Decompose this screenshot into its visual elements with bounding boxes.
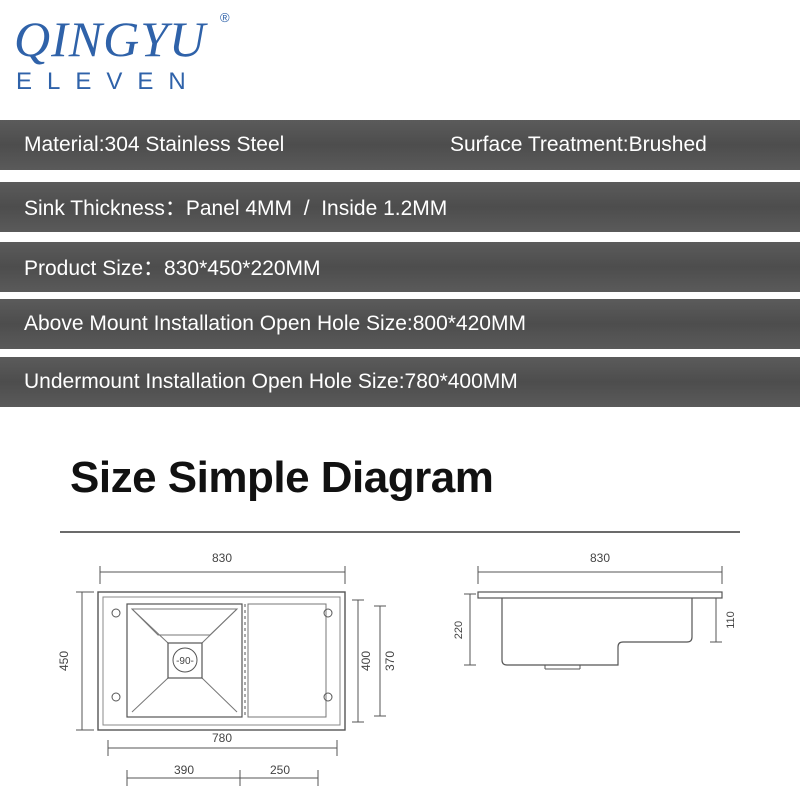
label-bowl-width: 390 xyxy=(174,763,194,777)
spec-material: Material:304 Stainless Steel xyxy=(24,133,285,156)
drainboard xyxy=(247,603,327,718)
spec-row-material: Material:304 Stainless Steel Surface Tre… xyxy=(0,120,800,170)
diagram-title: Size Simple Diagram xyxy=(70,453,494,502)
label-drainboard-width: 250 xyxy=(270,763,290,777)
drain-circle xyxy=(172,647,198,673)
label-inner-height: 400 xyxy=(359,651,373,671)
label-top-width: 830 xyxy=(212,551,232,565)
label-top-height: 450 xyxy=(57,651,71,671)
title-divider xyxy=(60,531,740,533)
spec-row-above-mount: Above Mount Installation Open Hole Size:… xyxy=(0,299,800,349)
spec-product-size: Product Size：830*450*220MM xyxy=(24,257,321,280)
label-shallow-depth: 110 xyxy=(725,611,737,629)
label-side-width: 830 xyxy=(590,551,610,565)
spec-above-mount-hole: Above Mount Installation Open Hole Size:… xyxy=(24,312,526,335)
size-diagram: 830 450 -90- 400 370 780 390 250 830 220… xyxy=(57,551,737,786)
brand-name: QINGYU xyxy=(14,11,207,67)
brand-subname: ELEVEN xyxy=(16,68,201,95)
spec-row-undermount: Undermount Installation Open Hole Size:7… xyxy=(0,357,800,407)
spec-thickness: Sink Thickness：Panel 4MM / Inside 1.2MM xyxy=(24,197,448,220)
brand-logo: QINGYU ® ELEVEN xyxy=(14,6,254,98)
label-inner-width: 780 xyxy=(212,731,232,745)
spec-undermount-hole: Undermount Installation Open Hole Size:7… xyxy=(24,370,518,393)
spec-row-product-size: Product Size：830*450*220MM xyxy=(0,242,800,292)
label-depth: 220 xyxy=(453,621,465,639)
sink-outer-panel xyxy=(97,591,346,731)
registered-mark: ® xyxy=(220,10,230,25)
spec-row-thickness: Sink Thickness：Panel 4MM / Inside 1.2MM xyxy=(0,182,800,232)
sink-side-rim xyxy=(477,591,723,599)
spec-surface-treatment: Surface Treatment:Brushed xyxy=(450,133,707,156)
sink-side-profile xyxy=(501,598,693,666)
label-bowl-height: 370 xyxy=(383,651,397,671)
sink-bowl xyxy=(126,603,243,718)
label-drain: -90- xyxy=(176,656,194,667)
